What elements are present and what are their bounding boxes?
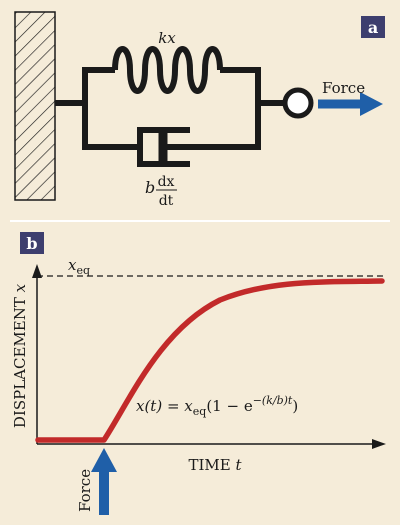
fixed-wall	[14, 11, 56, 201]
damper-label-dt: dt	[159, 193, 174, 209]
panel-a-badge	[361, 16, 385, 38]
y-axis-label: DISPLACEMENT x	[11, 283, 29, 428]
panel-b-badge-label: b	[26, 234, 37, 253]
damper-cylinder	[137, 127, 190, 167]
panel-b: b xeq x(t) = xeq(1 − e−(k/b)t) DISPLACEM…	[11, 232, 386, 515]
spring-label: kx	[158, 29, 176, 47]
onset-arrow-head	[91, 448, 117, 472]
x-axis-arrowhead	[372, 439, 386, 449]
panel-b-badge	[20, 232, 44, 254]
panel-b-force-label: Force	[76, 469, 94, 512]
force-arrow-head	[360, 92, 383, 116]
x-axis-label: TIME t	[188, 456, 242, 474]
displacement-curve	[35, 278, 385, 443]
panel-a: a kx b dx dt Force	[14, 11, 385, 209]
damper-label-b: b	[145, 178, 155, 197]
panel-a-badge-label: a	[368, 18, 378, 37]
spring	[112, 46, 223, 94]
y-axis-arrowhead	[32, 264, 42, 278]
damper-label-dx: dx	[158, 174, 175, 190]
response-equation: x(t) = xeq(1 − e−(k/b)t)	[136, 394, 298, 418]
xeq-label: xeq	[68, 256, 90, 277]
panel-a-force-label: Force	[322, 79, 365, 97]
output-ring	[282, 87, 314, 119]
